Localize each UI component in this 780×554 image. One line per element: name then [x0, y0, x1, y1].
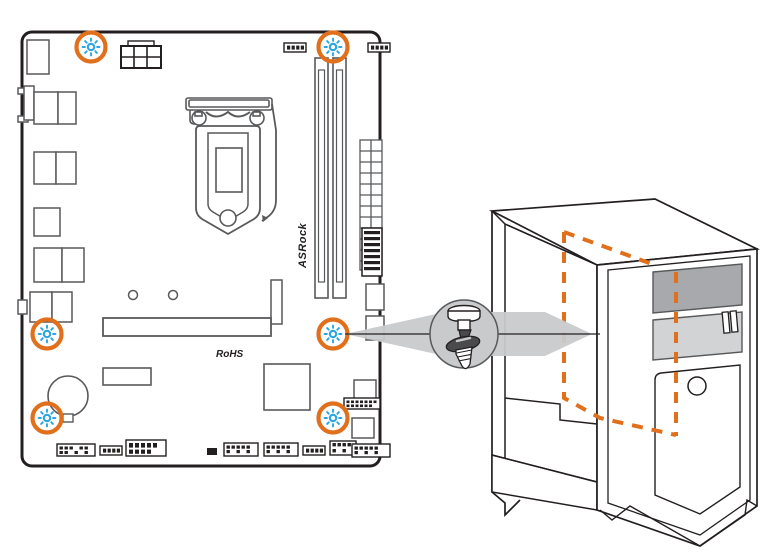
power-button[interactable] — [687, 376, 707, 396]
dimm-slot-1 — [314, 57, 329, 299]
cpu-fan-header — [283, 42, 307, 53]
cpu-socket-lga — [185, 97, 277, 236]
case-floor-edge — [491, 454, 598, 483]
rear-io-panel — [17, 39, 85, 323]
mounting-screw — [445, 335, 481, 370]
alignment-guides — [562, 230, 678, 437]
brand-mark: ASRock — [297, 222, 309, 269]
board-eyelet-left — [127, 289, 139, 301]
standoff-screw-callout — [345, 299, 600, 370]
front-panel-headers — [56, 439, 391, 458]
front-usb-ports[interactable] — [721, 310, 739, 334]
case-psu-divider — [504, 397, 598, 425]
drive-bay-lower[interactable] — [652, 311, 743, 361]
case-foot-rear — [699, 498, 758, 547]
chipset-heatsink — [263, 363, 311, 411]
alignment-guide-top — [563, 230, 653, 266]
computer-case — [488, 198, 761, 547]
rohs-mark: RoHS — [216, 349, 244, 360]
chassis-fan-header-top — [367, 42, 391, 53]
alignment-guide-inner — [562, 232, 677, 437]
board-eyelet-right — [167, 289, 179, 301]
motherboard: ASRock — [17, 32, 391, 468]
pcie-x1-slot — [102, 367, 152, 386]
case-front-bezel-inner — [607, 255, 751, 536]
case-foot-front — [599, 505, 701, 547]
sata-port-block — [361, 227, 383, 277]
case-top-lip — [491, 210, 598, 266]
m2-slot — [270, 279, 283, 325]
eps-8pin-power-connector — [120, 40, 162, 69]
pcie-x16-slot — [102, 317, 272, 337]
usb3-header — [343, 397, 381, 439]
dimm-slot-2 — [332, 57, 347, 299]
standoff — [447, 304, 481, 349]
drive-bay-upper[interactable] — [652, 263, 743, 314]
